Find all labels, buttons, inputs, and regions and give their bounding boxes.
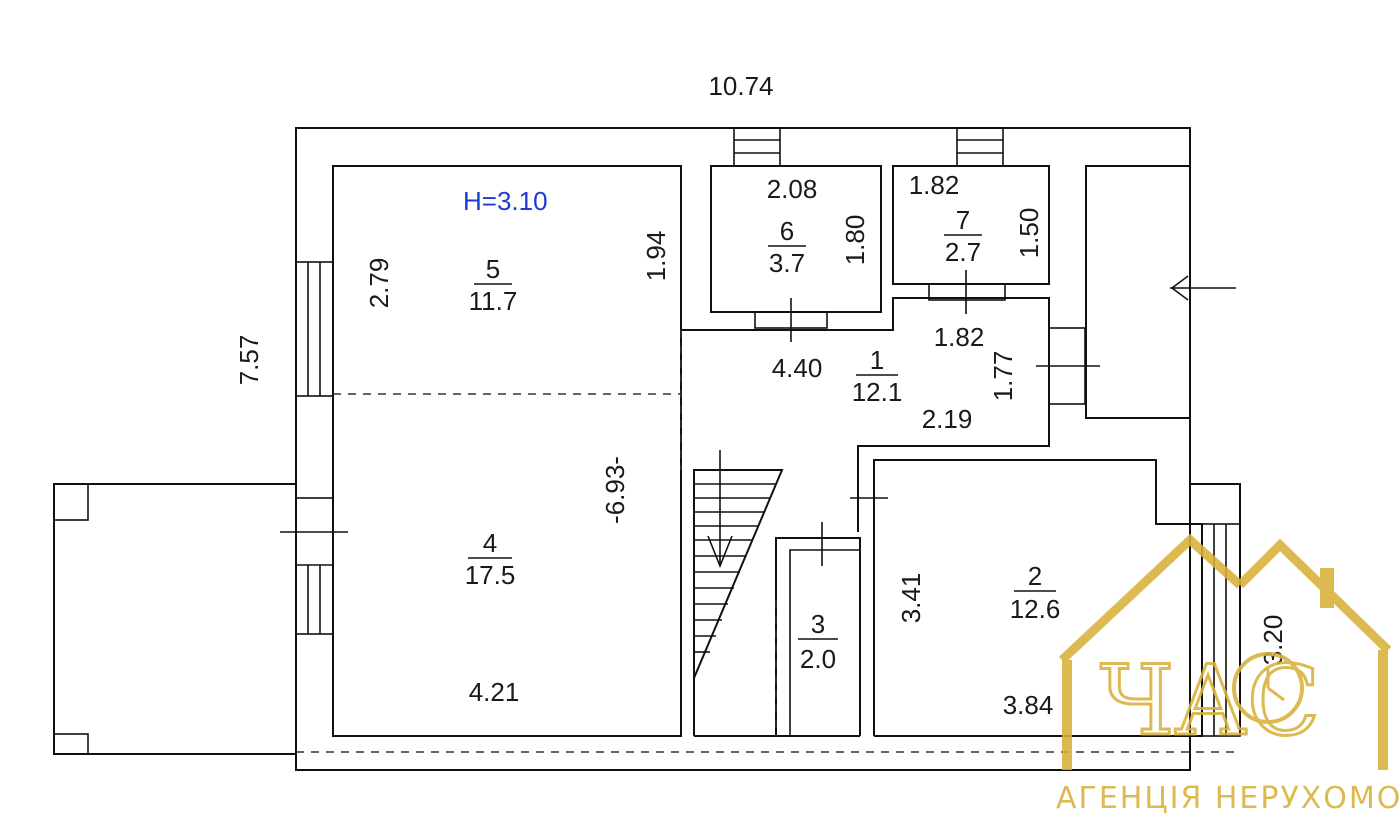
svg-text:7: 7 — [956, 205, 970, 235]
svg-text:17.5: 17.5 — [465, 560, 516, 590]
room7-top-dimension: 1.82 — [909, 170, 960, 200]
room-6-walls — [710, 127, 882, 342]
house-roof-icon — [1058, 533, 1244, 664]
svg-text:11.7: 11.7 — [469, 286, 518, 316]
svg-text:6: 6 — [780, 216, 794, 246]
room6-top-dimension: 2.08 — [767, 174, 818, 204]
hall-width-dimension: 4.40 — [772, 353, 823, 383]
outer-walls — [295, 127, 1191, 771]
logo-letters: ЧАС — [1100, 645, 1320, 757]
agency-logo-watermark: ЧАС АГЕНЦІЯ НЕРУХОМОСТІ — [1056, 533, 1400, 816]
svg-text:5: 5 — [486, 254, 500, 284]
terrace — [53, 483, 297, 755]
svg-text:12.6: 12.6 — [1010, 594, 1061, 624]
overall-width-label: 10.74 — [708, 71, 773, 101]
agency-tagline: АГЕНЦІЯ НЕРУХОМОСТІ — [1056, 781, 1400, 816]
overall-height-label: 7.57 — [234, 335, 264, 386]
room7-side-dimension: 1.50 — [1014, 208, 1044, 259]
room2-left-dimension: 3.41 — [896, 573, 926, 624]
room-label-7: 7 2.7 — [944, 205, 982, 267]
svg-text:2.0: 2.0 — [800, 644, 836, 674]
svg-text:4: 4 — [483, 528, 497, 558]
room-label-5: 5 11.7 — [469, 254, 518, 316]
clock-icon — [1232, 652, 1304, 724]
room-1-walls — [681, 297, 1100, 532]
vestibule — [1085, 165, 1236, 419]
svg-text:2.7: 2.7 — [945, 237, 981, 267]
room-label-6: 6 3.7 — [768, 216, 806, 278]
hall-side-dimension: 1.77 — [988, 351, 1018, 402]
svg-text:3.7: 3.7 — [769, 248, 805, 278]
hall-bottom-dimension: 2.19 — [922, 404, 973, 434]
svg-text:2: 2 — [1028, 561, 1042, 591]
room4-bottom-dimension: 4.21 — [469, 677, 520, 707]
svg-text:3: 3 — [811, 609, 825, 639]
room-label-2: 2 12.6 — [1010, 561, 1061, 624]
room-label-1: 1 12.1 — [852, 345, 903, 407]
svg-text:12.1: 12.1 — [852, 377, 903, 407]
room-3-walls — [775, 522, 861, 736]
room4-height-dimension: -6.93- — [600, 456, 630, 524]
svg-text:1: 1 — [870, 345, 884, 375]
room2-bottom-dimension: 3.84 — [1003, 690, 1054, 720]
room-7-walls — [892, 127, 1050, 314]
left-windows — [280, 261, 348, 635]
room-2-walls — [850, 418, 1241, 737]
ceiling-height-label: H=3.10 — [463, 186, 548, 216]
room5-right-dimension: 1.94 — [641, 231, 671, 282]
room5-left-dimension: 2.79 — [364, 258, 394, 309]
room6-side-dimension: 1.80 — [840, 215, 870, 266]
room-label-4: 4 17.5 — [465, 528, 516, 590]
hall-top-dimension: 1.82 — [934, 322, 985, 352]
room-label-3: 3 2.0 — [798, 609, 838, 674]
